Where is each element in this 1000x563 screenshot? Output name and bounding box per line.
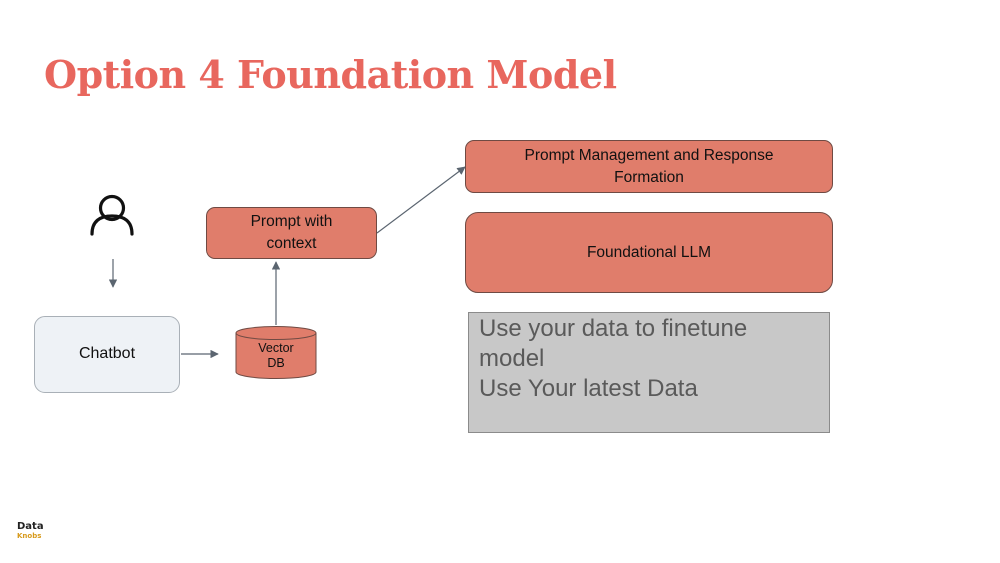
chatbot-node: Chatbot bbox=[34, 316, 180, 393]
logo-line-2: Knobs bbox=[17, 532, 42, 540]
chatbot-label: Chatbot bbox=[78, 345, 136, 363]
prompt-management-label: Prompt Management and Response Formation bbox=[524, 146, 774, 186]
prompt-with-context-node: Prompt with context bbox=[206, 207, 377, 259]
note-line-3: Use Your latest Data bbox=[479, 375, 698, 402]
prompt-with-context-label: Prompt with context bbox=[250, 213, 333, 252]
slide-title: Option 4 Foundation Model bbox=[44, 52, 617, 97]
arrow-prompt-to-management bbox=[376, 166, 466, 234]
vector-db-label-line1: Vector bbox=[258, 341, 293, 355]
user-icon bbox=[90, 194, 134, 236]
foundational-llm-node: Foundational LLM bbox=[465, 212, 833, 293]
foundational-llm-label: Foundational LLM bbox=[586, 243, 712, 261]
prompt-management-node: Prompt Management and Response Formation bbox=[465, 140, 833, 193]
logo-line-1: Data bbox=[17, 521, 44, 532]
note-line-2: model bbox=[479, 345, 545, 372]
notes-box: Use your data to finetune model Use Your… bbox=[468, 312, 830, 433]
brand-logo: Data Knobs bbox=[17, 522, 44, 540]
note-line-1: Use your data to finetune bbox=[479, 315, 748, 342]
vector-db-label-line2: DB bbox=[267, 356, 284, 370]
vector-db-cylinder: Vector DB bbox=[235, 326, 317, 379]
